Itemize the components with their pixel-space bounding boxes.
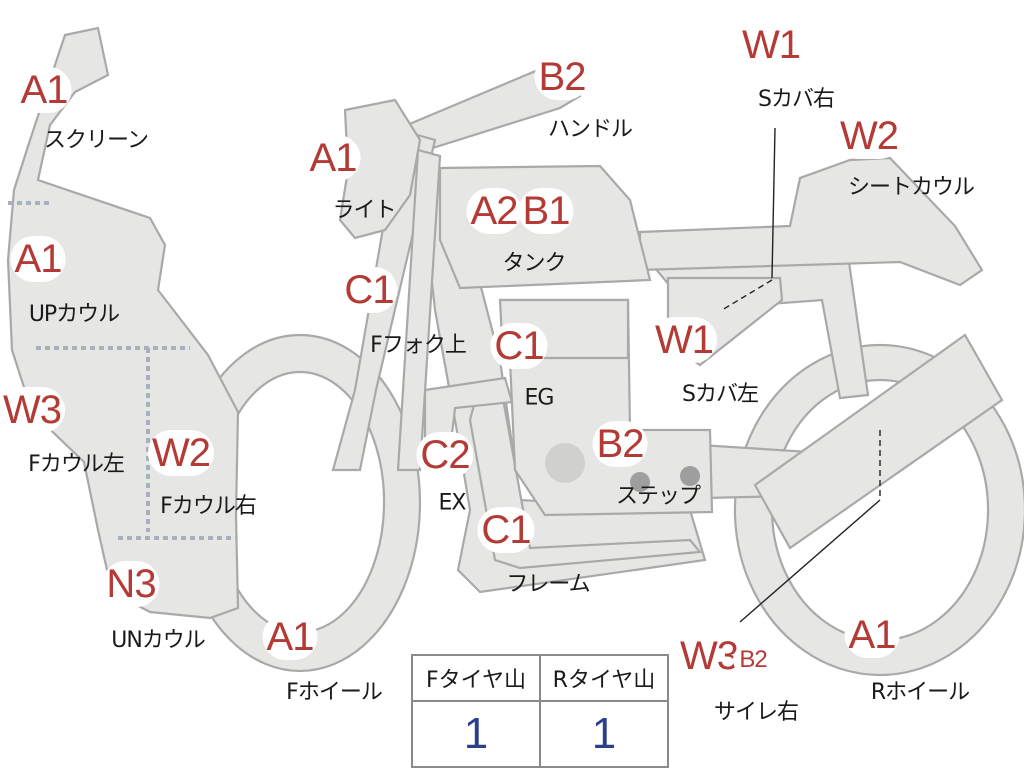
step-peg-left	[630, 472, 650, 492]
part-label-f-fork-upper: Fフォク上	[370, 333, 467, 358]
part-label-s-cover-left: Sカバ左	[682, 382, 759, 407]
part-label-exhaust: EX	[438, 490, 467, 516]
grade-badge: W1	[738, 22, 804, 68]
part-label-step: ステップ	[615, 484, 701, 509]
part-label-f-wheel: Fホイール	[286, 680, 383, 705]
front-tire-value: 1	[411, 700, 541, 768]
grade-badge: B1	[518, 188, 574, 234]
step-peg-right	[680, 466, 700, 486]
engine-cover	[545, 443, 585, 483]
front-tire-header: Fタイヤ山	[411, 654, 541, 702]
part-label-f-cowl-left: Fカウル左	[28, 452, 125, 477]
grade-badge: B2	[733, 644, 773, 676]
grade-badge: W2	[148, 430, 214, 476]
grade-badge: A1	[16, 67, 72, 113]
grade-badge: A1	[305, 135, 361, 181]
part-label-un-cowl: UNカウル	[111, 628, 206, 653]
part-label-handle: ハンドル	[547, 117, 633, 142]
grade-badge: B2	[592, 421, 648, 467]
grade-badge: W1	[651, 317, 717, 363]
grade-badge: W3	[0, 387, 65, 433]
rear-tire-header: Rタイヤ山	[539, 654, 669, 702]
grade-badge: C2	[416, 432, 474, 478]
part-label-up-cowl: UPカウル	[28, 302, 120, 327]
s-cover-right-leader	[771, 127, 776, 279]
part-label-muffler-right: サイレ右	[713, 700, 799, 725]
part-label-s-cover-right: Sカバ右	[758, 87, 835, 112]
part-label-tank: タンク	[502, 251, 566, 276]
grade-badge: N3	[102, 561, 160, 607]
grade-badge: A2	[466, 188, 522, 234]
grade-badge: C1	[340, 267, 398, 313]
part-label-light: ライト	[332, 198, 396, 223]
grade-badge: W3	[676, 633, 742, 679]
grade-badge: C1	[490, 323, 548, 369]
grade-badge: A1	[10, 236, 66, 282]
tire-tread-table: Fタイヤ山 Rタイヤ山 1 1	[411, 654, 669, 768]
muffler-shape	[753, 333, 1004, 550]
part-label-engine: EG	[524, 385, 555, 411]
rear-tire-value: 1	[539, 700, 669, 768]
part-label-seat-cowl: シートカウル	[847, 175, 975, 200]
headlight-shape	[338, 98, 422, 240]
grade-badge: B2	[534, 54, 590, 100]
muffler-right-leader-2	[739, 499, 881, 623]
seat-cowl-shape	[638, 156, 984, 287]
part-label-f-cowl-right: Fカウル右	[160, 494, 257, 519]
part-label-frame: フレーム	[506, 572, 590, 597]
part-label-screen: スクリーン	[44, 128, 149, 153]
grade-badge: W2	[836, 113, 902, 159]
grade-badge: A1	[262, 614, 318, 660]
grade-badge: C1	[477, 507, 535, 553]
part-label-r-wheel: Rホイール	[870, 680, 970, 705]
grade-badge: A1	[844, 612, 900, 658]
